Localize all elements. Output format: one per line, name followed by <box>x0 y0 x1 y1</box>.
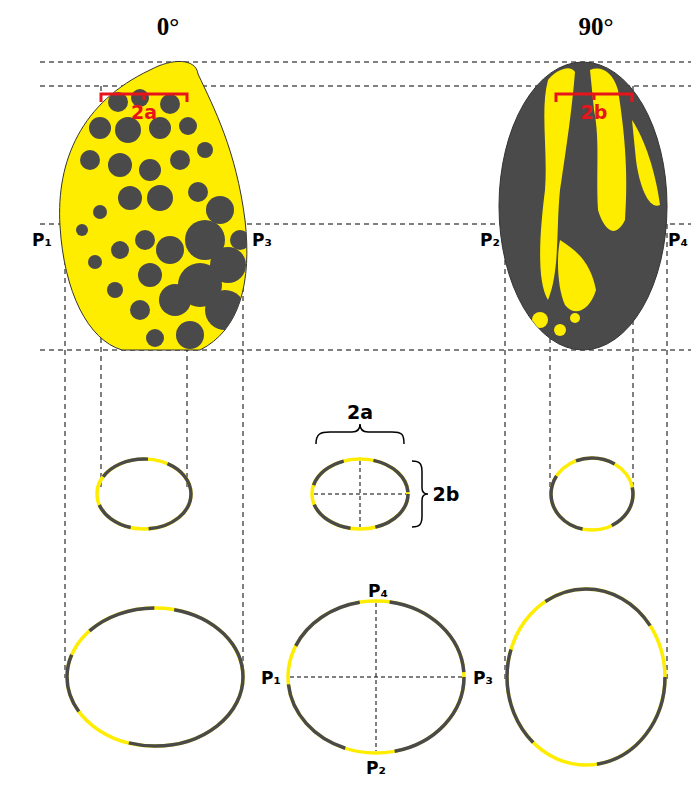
dimension-label: 2b <box>581 103 608 122</box>
axis-lines <box>290 461 462 751</box>
dimension-label: 2a <box>347 403 373 422</box>
point-label: P₂ <box>366 760 386 777</box>
point-label: P₄ <box>668 232 688 249</box>
view-angle: 90° <box>579 14 614 39</box>
brace <box>316 424 428 527</box>
point-label: P₃ <box>473 670 493 687</box>
view-angle: 0° <box>157 14 180 39</box>
dimension-bracket <box>101 94 632 102</box>
dimension-label: 2b <box>433 485 460 504</box>
guide-lines <box>40 62 691 680</box>
point-label: P₃ <box>252 232 272 249</box>
fruit-90deg <box>499 62 667 350</box>
point-label: P₂ <box>480 232 500 249</box>
point-label: P₄ <box>368 583 388 600</box>
point-label: P₁ <box>261 670 281 687</box>
dimension-label: 2a <box>131 103 157 122</box>
point-label: P₁ <box>32 232 52 249</box>
fruit-0deg <box>60 61 250 350</box>
cross-section <box>67 458 665 765</box>
